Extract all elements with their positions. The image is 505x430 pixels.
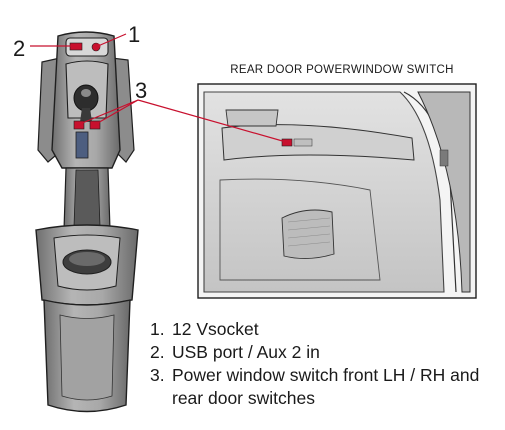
inset-title: REAR DOOR POWERWINDOW SWITCH — [230, 64, 454, 76]
legend-number: 2. — [150, 342, 165, 362]
handbrake-boot — [75, 131, 89, 159]
door-armrest — [221, 124, 415, 161]
legend-text: USB port / Aux 2 in — [172, 342, 320, 362]
window-switch-left — [73, 120, 85, 130]
legend-item-3: 3. Power window switch front LH / RH and… — [150, 364, 500, 410]
callout-number-3: 3 — [135, 78, 148, 103]
legend-text: Power window switch front LH / RH and re… — [172, 365, 480, 408]
legend-number: 3. — [150, 365, 165, 385]
window-switch-right — [89, 120, 101, 130]
legend-item-1: 1. 12 Vsocket — [150, 318, 500, 341]
legend-text: 12 Vsocket — [172, 319, 259, 339]
legend-list: 1. 12 Vsocket 2. USB port / Aux 2 in 3. … — [150, 318, 500, 410]
center-console-illustration — [35, 31, 139, 413]
gear-knob — [73, 84, 99, 112]
socket-tray — [65, 37, 109, 57]
door-speaker-grille — [281, 209, 335, 259]
legend-item-2: 2. USB port / Aux 2 in — [150, 341, 500, 364]
callout-number-2: 2 — [13, 36, 26, 61]
rear-door-inset — [197, 83, 477, 299]
leader-lines — [30, 33, 289, 145]
callout-number-1: 1 — [128, 22, 141, 47]
legend-number: 1. — [150, 319, 165, 339]
